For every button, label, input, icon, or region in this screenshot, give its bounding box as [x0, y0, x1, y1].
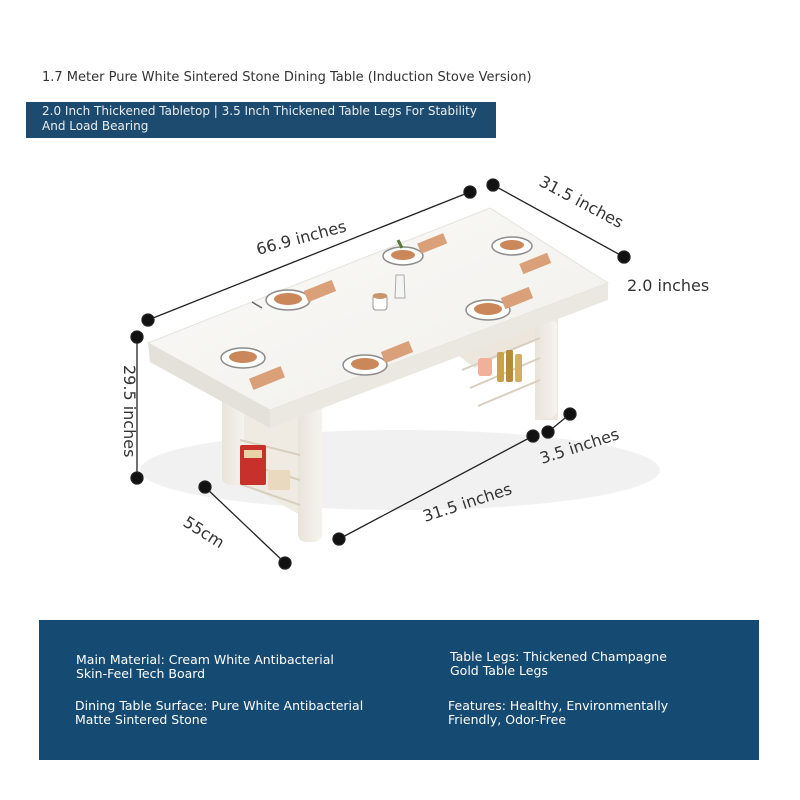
features-text: Features: Healthy, Environmentally Frien…	[448, 698, 669, 727]
right-leg-frame	[458, 318, 558, 420]
plate-setting	[491, 236, 552, 275]
length-label: 66.9 inches	[254, 217, 348, 259]
plate-setting	[251, 279, 337, 311]
info-panel: Main Material: Cream White Antibacterial…	[39, 620, 759, 760]
vase	[394, 274, 406, 299]
plate-setting	[465, 286, 534, 321]
plate-setting	[342, 340, 414, 376]
dimension-lines	[130, 178, 631, 570]
table-legs-text: Table Legs: Thickened Champagne Gold Tab…	[450, 649, 667, 678]
bottle	[515, 354, 522, 382]
jar	[478, 358, 492, 376]
bottle	[497, 352, 504, 382]
bottle	[506, 350, 513, 382]
thickness-label: 2.0 inches	[627, 276, 709, 295]
product-illustration: 66.9 inches 31.5 inches 2.0 inches 29.5 …	[120, 172, 709, 570]
surface-text: Dining Table Surface: Pure White Antibac…	[75, 698, 364, 727]
height-label: 29.5 inches	[120, 365, 139, 457]
plate-setting	[220, 347, 286, 390]
feature-banner: 2.0 Inch Thickened Tabletop | 3.5 Inch T…	[26, 102, 496, 138]
main-material-text: Main Material: Cream White Antibacterial…	[76, 652, 334, 681]
metric-depth-label: 55cm	[180, 512, 228, 552]
place-settings	[220, 233, 552, 390]
product-title: 1.7 Meter Pure White Sintered Stone Dini…	[42, 70, 532, 85]
depth-top-label: 31.5 inches	[536, 172, 627, 232]
book	[268, 470, 290, 490]
plate-setting	[382, 233, 448, 266]
feature-banner-text: 2.0 Inch Thickened Tabletop | 3.5 Inch T…	[42, 104, 477, 133]
